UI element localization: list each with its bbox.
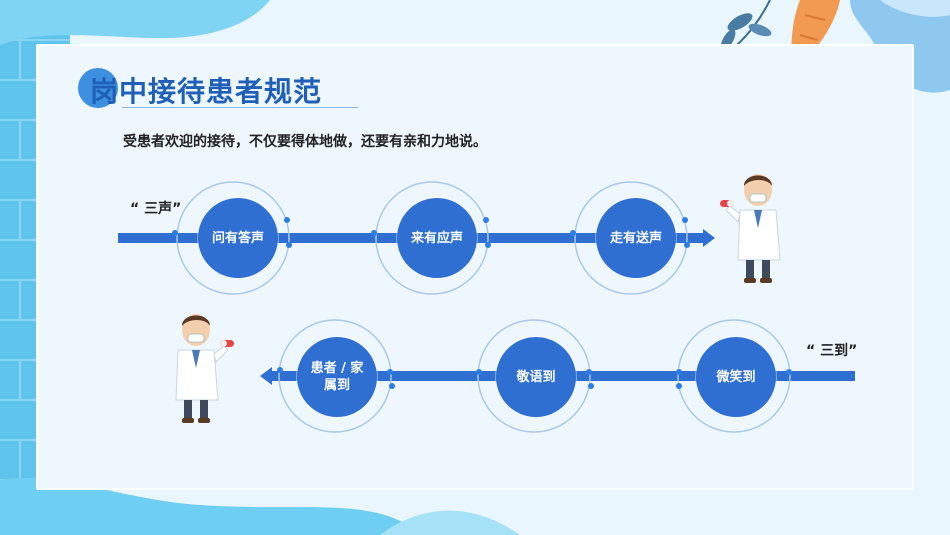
page-subtitle: 受患者欢迎的接待，不仅要得体地做，还要有亲和力地说。 bbox=[123, 134, 487, 150]
row1-arrow-head bbox=[703, 229, 715, 247]
wave-decoration bbox=[0, 477, 420, 535]
node-smile: 微笑到 bbox=[696, 337, 776, 417]
node-label: 患者 / 家属到 bbox=[310, 361, 364, 393]
doctor-illustration-icon bbox=[175, 314, 234, 423]
node-wen-you-da-sheng: 问有答声 bbox=[198, 198, 278, 278]
row1-label: “ 三声” bbox=[130, 201, 182, 217]
row2-ring-1 bbox=[278, 319, 392, 433]
row1-ring-1 bbox=[176, 181, 290, 295]
row2-ring-3 bbox=[677, 319, 791, 433]
row1-ring-3 bbox=[574, 181, 688, 295]
node-label: 走有送声 bbox=[610, 230, 663, 246]
node-polite-words: 敬语到 bbox=[496, 337, 576, 417]
row2-arrow-head bbox=[260, 367, 272, 385]
page-title: 岗中接待患者规范 bbox=[90, 75, 323, 108]
wave-decoration bbox=[380, 510, 520, 535]
title-underline bbox=[122, 107, 358, 108]
node-label: 微笑到 bbox=[716, 369, 756, 385]
title-circle-decoration bbox=[78, 68, 118, 108]
node-label: 敬语到 bbox=[516, 369, 556, 385]
row1-ring-2 bbox=[375, 181, 489, 295]
doctor-illustration-icon bbox=[720, 174, 781, 283]
row2-ring-2 bbox=[477, 319, 591, 433]
row2-label: “ 三到” bbox=[806, 343, 858, 359]
wave-decoration bbox=[0, 0, 270, 45]
node-patient-family: 患者 / 家属到 bbox=[297, 337, 377, 417]
node-lai-you-ying-sheng: 来有应声 bbox=[397, 198, 477, 278]
node-label: 问有答声 bbox=[212, 230, 265, 246]
node-label: 来有应声 bbox=[411, 230, 464, 246]
node-zou-you-song-sheng: 走有送声 bbox=[596, 198, 676, 278]
